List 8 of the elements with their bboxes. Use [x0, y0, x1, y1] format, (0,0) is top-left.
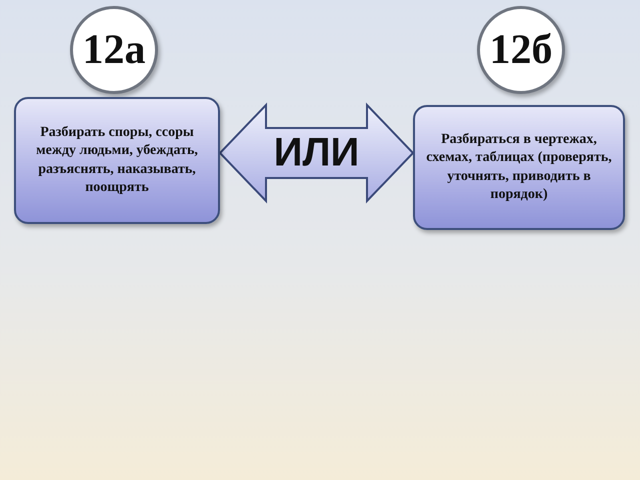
double-block-arrow — [218, 102, 414, 204]
number-text: 12а — [82, 26, 146, 74]
text-card — [14, 97, 220, 224]
card-text: Разбирать споры, ссоры между людьми, убеждать, разъяснять, наказывать, поощрять — [35, 124, 199, 197]
text-card — [413, 105, 625, 230]
card-text: Разбираться в чертежах, схемах, таблицах (проверять, уточнять, приводить в порядок) — [425, 131, 613, 204]
edge-label: ИЛИ — [274, 130, 360, 176]
number-text: 12б — [490, 26, 552, 74]
